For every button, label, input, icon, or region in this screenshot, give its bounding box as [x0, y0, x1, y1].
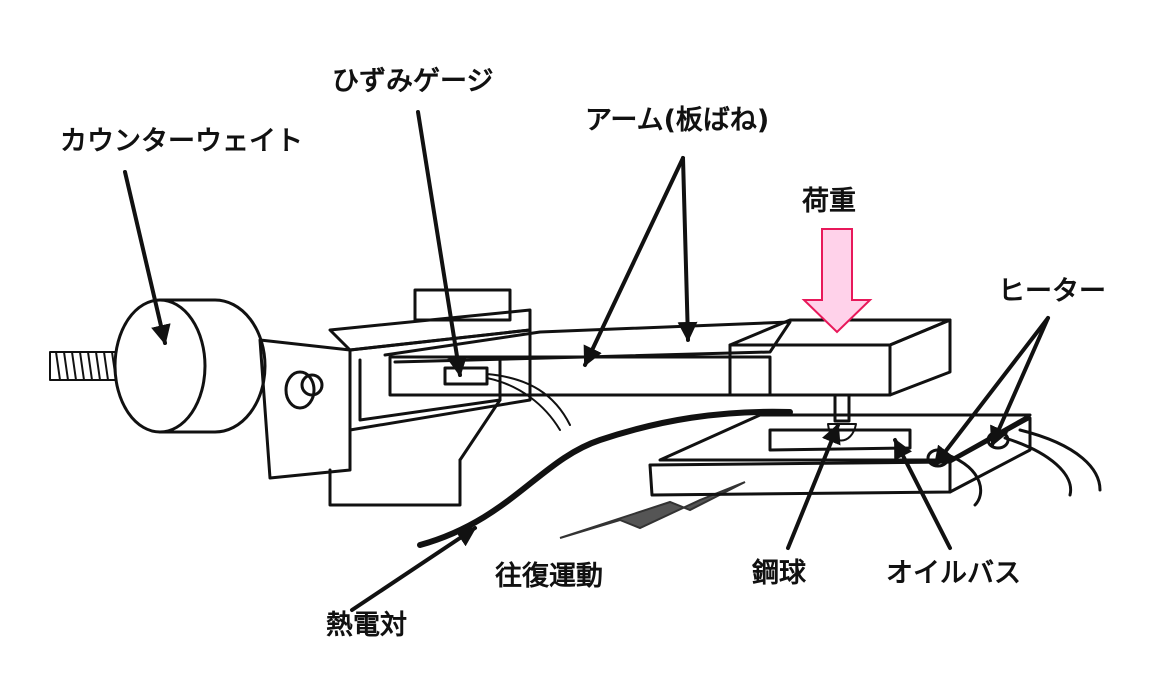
load-head-block [728, 318, 952, 423]
oil-bath [648, 413, 1032, 497]
label-oil-bath: オイルバス [886, 558, 1021, 589]
thermocouple-wire [417, 408, 793, 548]
label-counterweight: カウンターウェイト [60, 126, 303, 157]
reciprocating-motion-arrow [559, 481, 746, 539]
label-heater: ヒーター [998, 276, 1106, 307]
label-load: 荷重 [802, 186, 856, 217]
leader-arrows [123, 110, 1050, 612]
counterweight [113, 298, 267, 434]
label-steel-ball: 鋼球 [752, 558, 806, 589]
holder-block [258, 288, 532, 507]
strain-gauge-wires [486, 373, 571, 431]
label-strain-gauge: ひずみゲージ [332, 66, 494, 97]
label-arm: アーム(板ばね) [585, 105, 770, 136]
load-arrow [801, 228, 873, 334]
label-thermocouple: 熱電対 [326, 610, 407, 641]
label-reciprocating: 往復運動 [495, 561, 603, 592]
